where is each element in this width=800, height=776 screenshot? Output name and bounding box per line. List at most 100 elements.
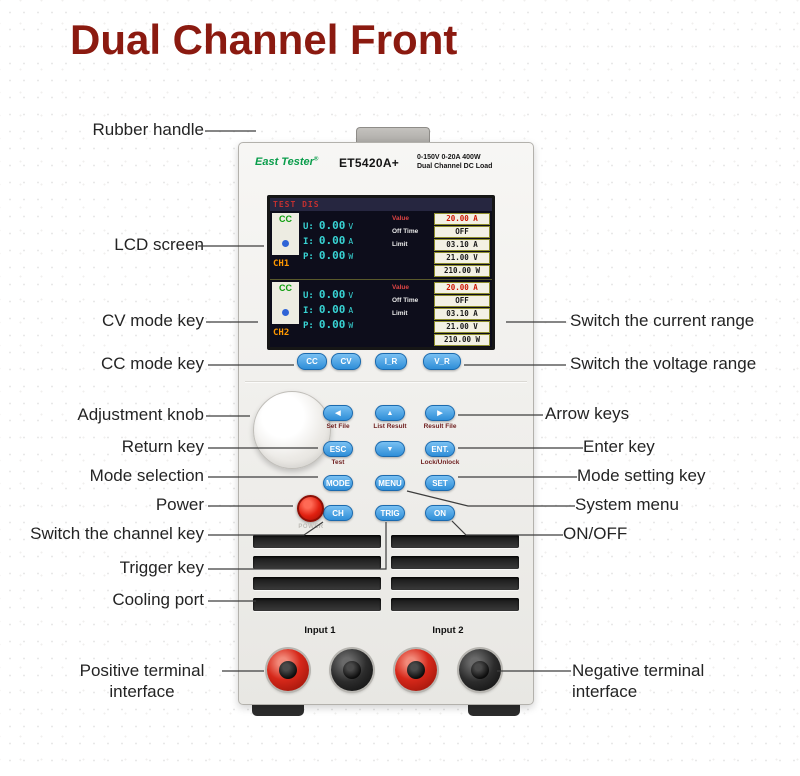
channel-key[interactable]: CH [323, 505, 353, 521]
limit-voltage-box: 21.00 V [434, 252, 490, 264]
brand-text: East Tester [255, 156, 314, 168]
limit-power-box: 210.00 W [434, 265, 490, 277]
callout-switch-current-range: Switch the current range [570, 311, 755, 330]
arrow-left-key[interactable]: ◀ [323, 405, 353, 421]
rubber-handle[interactable] [356, 127, 430, 146]
brand-logo: East Tester® [255, 156, 318, 168]
ch2-limit-p-row: 210.00 W [392, 334, 492, 347]
power-label: P: [303, 321, 314, 331]
limit-label: Limit [392, 241, 408, 248]
cv-mode-key[interactable]: CV [331, 353, 361, 370]
value-box: 20.00 A [434, 282, 490, 294]
adjustment-knob[interactable] [253, 391, 331, 469]
callout-cv-mode-key: CV mode key [101, 311, 204, 330]
ch2-indicator-dot [282, 309, 289, 316]
limit-label: Limit [392, 310, 408, 317]
offtime-box: OFF [434, 226, 490, 238]
callout-trigger-key: Trigger key [119, 558, 204, 577]
enter-key[interactable]: ENT. [425, 441, 455, 457]
callout-positive-terminal: Positive terminal interface [79, 661, 205, 701]
callout-lcd-screen: LCD screen [114, 235, 204, 254]
ch1-name: CH1 [273, 259, 290, 269]
offtime-box: OFF [434, 295, 490, 307]
cooling-vent [253, 577, 381, 590]
cooling-vent [391, 535, 519, 548]
test-label: Test [331, 459, 345, 466]
cooling-vent [253, 556, 381, 569]
screen-header-text: TEST DIS [273, 200, 320, 209]
offtime-label: Off Time [392, 297, 419, 304]
esc-key[interactable]: ESC [323, 441, 353, 457]
device-front-panel: East Tester® ET5420A+ 0-150V 0-20A 400W … [238, 142, 534, 705]
limit-voltage-box: 21.00 V [434, 321, 490, 333]
positive-terminal-2[interactable] [395, 649, 437, 691]
power-value: 0.00 [318, 318, 346, 331]
power-button[interactable] [297, 495, 324, 522]
callout-switch-channel-key: Switch the channel key [30, 524, 204, 543]
ch2-offtime-row: Off Time OFF [392, 295, 492, 308]
cooling-vent [391, 598, 519, 611]
negative-terminal-1[interactable] [331, 649, 373, 691]
cooling-vent [253, 535, 381, 548]
offtime-label: Off Time [392, 228, 419, 235]
positive-terminal-1[interactable] [267, 649, 309, 691]
callout-arrow-keys: Arrow keys [545, 404, 630, 423]
ch1-mode-box: CC [272, 213, 299, 255]
ch1-indicator-dot [282, 240, 289, 247]
voltage-unit: V [348, 291, 354, 300]
callout-rubber-handle: Rubber handle [92, 120, 204, 139]
power-value: 0.00 [318, 249, 346, 262]
negative-terminal-2[interactable] [459, 649, 501, 691]
device-foot-left [252, 703, 304, 716]
menu-key[interactable]: MENU [375, 475, 405, 491]
value-box: 20.00 A [434, 213, 490, 225]
spec-line-2: Dual Channel DC Load [417, 162, 493, 170]
voltage-label: U: [303, 222, 314, 232]
callout-system-menu: System menu [575, 495, 679, 514]
power-printed-label: POWER [298, 524, 324, 530]
set-file-label: Set File [326, 423, 350, 430]
current-range-key[interactable]: I_R [375, 353, 407, 370]
current-value: 0.00 [318, 234, 346, 247]
callout-negative-terminal: Negative terminal interface [572, 661, 705, 701]
voltage-range-key[interactable]: V_R [423, 353, 461, 370]
screen-header-bar: TEST DIS [270, 198, 492, 211]
cooling-vent [391, 577, 519, 590]
mode-key[interactable]: MODE [323, 475, 353, 491]
callout-mode-selection: Mode selection [89, 466, 204, 485]
cc-mode-key[interactable]: CC [297, 353, 327, 370]
result-file-label: Result File [423, 423, 457, 430]
power-unit: W [348, 321, 354, 330]
arrow-right-key[interactable]: ▶ [425, 405, 455, 421]
trigger-key[interactable]: TRIG [375, 505, 405, 521]
on-off-key[interactable]: ON [425, 505, 455, 521]
value-label: Value [392, 215, 409, 222]
device-foot-right [468, 703, 520, 716]
current-label: I: [303, 237, 314, 247]
arrow-down-key[interactable]: ▼ [375, 441, 405, 457]
voltage-unit: V [348, 222, 354, 231]
set-key[interactable]: SET [425, 475, 455, 491]
lock-unlock-label: Lock/Unlock [420, 459, 460, 466]
ch1-value-row: Value 20.00 A [392, 213, 492, 226]
callout-enter-key: Enter key [583, 437, 655, 456]
voltage-label: U: [303, 291, 314, 301]
list-result-label: List Result [373, 423, 407, 430]
cooling-vent [253, 598, 381, 611]
current-label: I: [303, 306, 314, 316]
current-unit: A [348, 306, 354, 315]
ch2-mode-label: CC [279, 283, 292, 293]
callout-adjustment-knob: Adjustment knob [77, 405, 204, 424]
device: East Tester® ET5420A+ 0-150V 0-20A 400W … [238, 127, 534, 721]
callout-power: Power [155, 495, 204, 514]
arrow-up-key[interactable]: ▲ [375, 405, 405, 421]
